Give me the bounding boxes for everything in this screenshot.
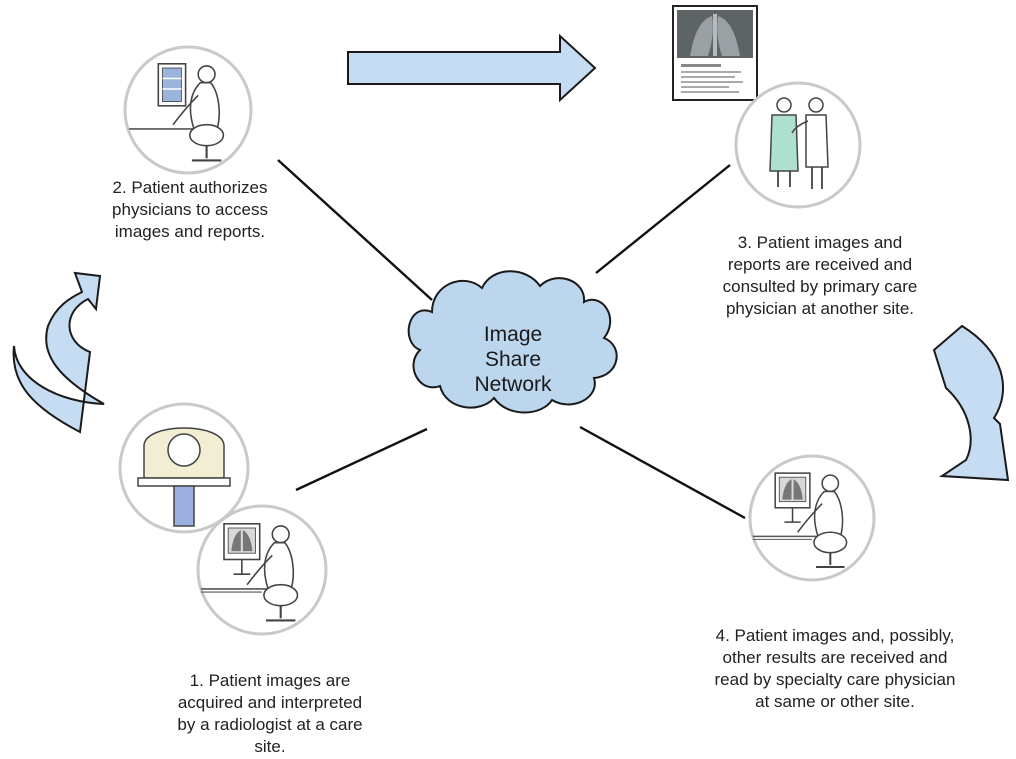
xray-report-icon xyxy=(672,5,758,101)
flow-arrow-top xyxy=(347,33,597,103)
connector-step1 xyxy=(295,427,428,492)
specialist-workstation-icon xyxy=(748,454,876,582)
step-3-caption: 3. Patient images and reports are receiv… xyxy=(722,233,918,318)
radiologist-workstation-icon xyxy=(196,504,328,636)
network-label: Image Share Network xyxy=(474,323,552,396)
connector-step4 xyxy=(579,425,746,520)
image-share-cloud xyxy=(407,270,618,414)
mri-scanner-icon xyxy=(118,402,250,534)
connector-lines xyxy=(277,159,746,520)
patient-workstation-icon xyxy=(123,45,253,175)
flow-arrow-right xyxy=(932,324,1010,482)
doctor-patient-consult-icon xyxy=(734,81,862,209)
step-1-caption: 1. Patient images are acquired and inter… xyxy=(177,671,363,756)
flow-arrow-left xyxy=(12,271,105,434)
step-4-caption: 4. Patient images and, possibly, other r… xyxy=(714,626,956,711)
step-2-caption: 2. Patient authorizes physicians to acce… xyxy=(112,178,268,241)
connector-step2 xyxy=(277,159,433,301)
connector-step3 xyxy=(595,164,731,274)
